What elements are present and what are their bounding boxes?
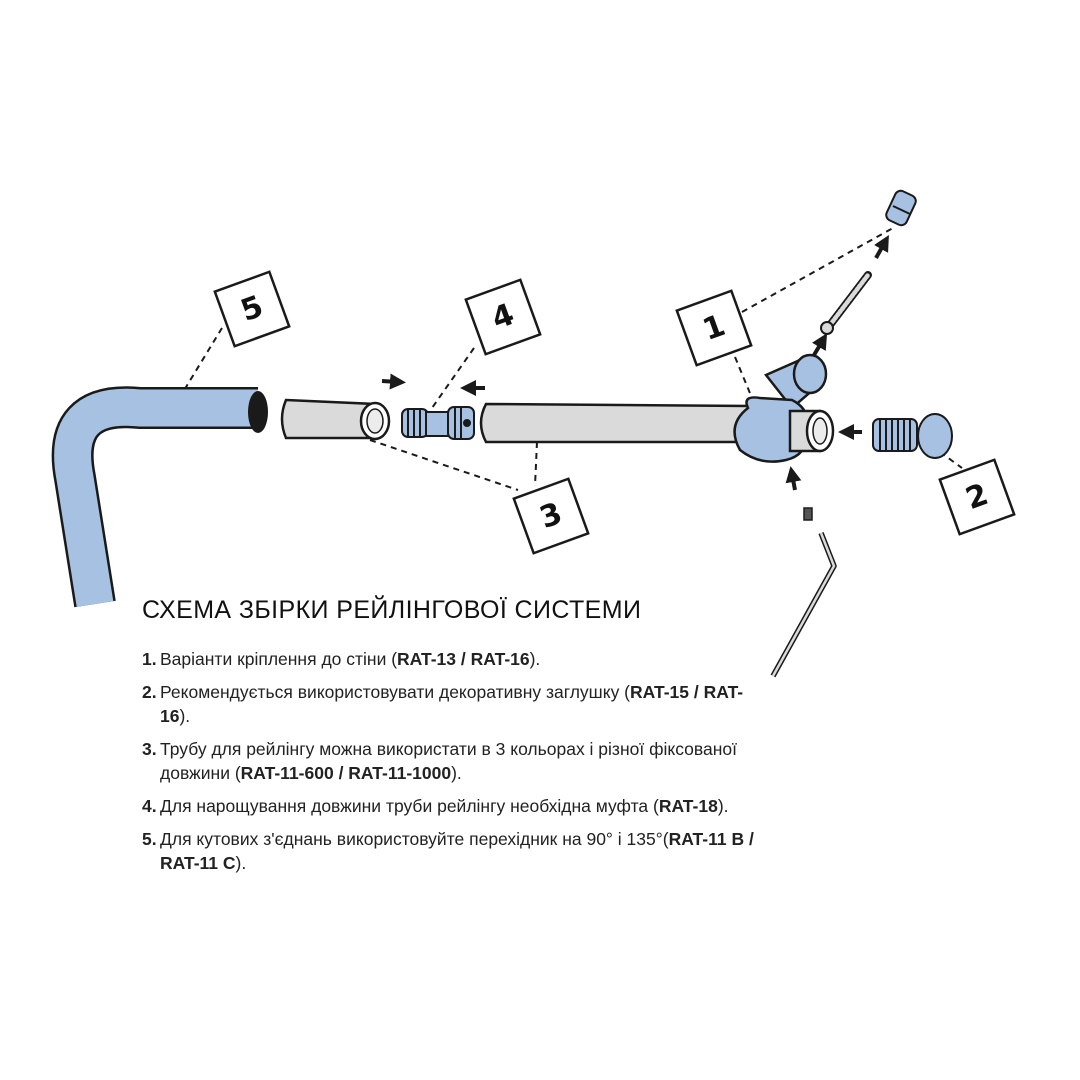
sleeve-coupler-part [401,406,475,440]
rail-tube-part [479,402,752,444]
legend-item-1: 1. Варіанти кріплення до стіни (RAT-13 /… [142,647,762,671]
arrow-icon [785,466,802,491]
legend-item-number: 2. [142,682,157,702]
wall-bracket-part [733,353,835,463]
wall-plug-part [885,189,917,227]
legend-item-number: 3. [142,739,157,759]
legend-item-text: Варіанти кріплення до стіни (RAT-13 / RA… [160,649,541,669]
coupling-tube-part [280,398,391,441]
assembly-legend: СХЕМА ЗБІРКИ РЕЙЛІНГОВОЇ СИСТЕМИ 1. Варі… [142,596,762,884]
legend-item-text: Для кутових з'єднань використовуйте пере… [160,829,754,873]
legend-item-text: Рекомендується використовувати декоратив… [160,682,744,726]
legend-item-text: Трубу для рейлінгу можна використати в 3… [160,739,737,783]
callout-box-1: 1 [675,289,753,367]
callout-box-3: 3 [512,477,590,555]
callout-box-4: 4 [464,278,542,356]
legend-item-2: 2. Рекомендується використовувати декора… [142,680,762,728]
legend-item-5: 5. Для кутових з'єднань використовуйте п… [142,827,762,875]
arrow-icon [381,373,406,390]
end-cap-part [872,413,953,459]
legend-item-text: Для нарощування довжини труби рейлінгу н… [160,796,729,816]
legend-title: СХЕМА ЗБІРКИ РЕЙЛІНГОВОЇ СИСТЕМИ [142,596,642,624]
legend-item-3: 3. Трубу для рейлінгу можна використати … [142,737,762,785]
legend-item-number: 4. [142,796,157,816]
allen-key-part [770,531,837,678]
corner-adapter-part [51,386,268,608]
callout-box-5: 5 [213,270,291,348]
legend-item-number: 1. [142,649,157,669]
arrow-icon [812,333,828,357]
set-screw-part [803,507,813,521]
screw-part [820,271,872,335]
arrow-icon [874,235,889,259]
assembly-arrows [381,235,889,491]
legend-item-number: 5. [142,829,157,849]
callout-box-2: 2 [938,458,1016,536]
legend-item-4: 4. Для нарощування довжини труби рейлінг… [142,794,762,818]
leader-lines [182,227,963,491]
